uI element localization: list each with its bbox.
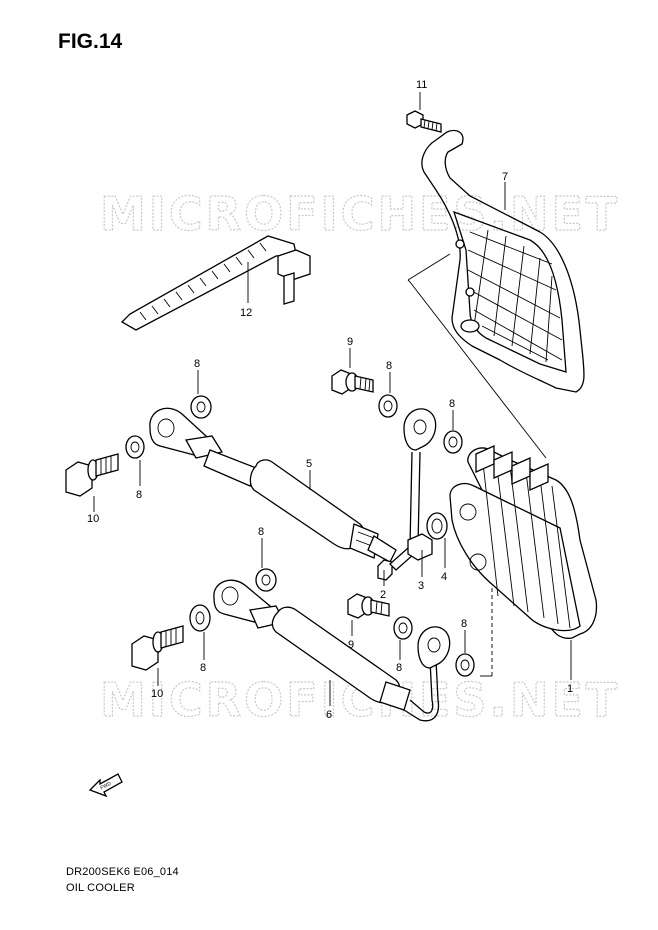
callout-10-upper: 10: [87, 513, 99, 525]
callout-12: 12: [240, 307, 252, 319]
figure-title: FIG.14: [58, 30, 123, 53]
callout-9-lower: 9: [348, 639, 354, 651]
callout-10-lower: 10: [151, 688, 163, 700]
fwd-arrow-icon: FWD: [88, 773, 123, 798]
callout-8-h: 8: [461, 618, 467, 630]
bolt-11: [406, 110, 442, 133]
callout-6: 6: [326, 709, 332, 721]
bolt-10-lower: [131, 625, 184, 671]
callout-8-f: 8: [200, 662, 206, 674]
o-ring-4: [426, 512, 448, 540]
washer-8-d: [443, 430, 463, 454]
clamp-strap-12: [120, 235, 311, 331]
callout-2: 2: [380, 589, 386, 601]
washer-8-h: [455, 653, 475, 677]
callout-8-a: 8: [194, 358, 200, 370]
banjo-bolt-9-upper: [331, 369, 374, 395]
bracket-7: [421, 129, 585, 393]
fitting-3: [407, 533, 433, 561]
banjo-bolt-9-lower: [347, 593, 390, 619]
fwd-label: FWD: [100, 781, 113, 792]
washer-8-a: [190, 395, 212, 419]
washer-8-g: [393, 616, 413, 640]
hose-5-upper: [149, 407, 397, 563]
watermark-top: MICROFICHES.NET: [100, 187, 620, 241]
callout-5: 5: [306, 458, 312, 470]
washer-8-b: [378, 394, 398, 418]
callout-7: 7: [502, 171, 508, 183]
callout-8-d: 8: [449, 398, 455, 410]
washer-8-c: [125, 435, 145, 459]
callout-8-c: 8: [136, 489, 142, 501]
oil-cooler-1: [449, 444, 598, 639]
callout-3: 3: [418, 580, 424, 592]
washer-8-f: [189, 604, 211, 632]
hose-6-lower: [213, 579, 451, 722]
callout-8-e: 8: [258, 526, 264, 538]
callout-9-upper: 9: [347, 336, 353, 348]
banjo-fitting-5-right: [403, 408, 437, 547]
bolt-10-upper: [65, 453, 119, 497]
callout-1: 1: [567, 683, 573, 695]
callout-8-b: 8: [386, 360, 392, 372]
callout-8-g: 8: [396, 662, 402, 674]
figure-code: DR200SEK6 E06_014: [66, 866, 179, 878]
callout-4: 4: [441, 571, 447, 583]
ref-line-7b: [409, 281, 547, 459]
callout-11: 11: [416, 79, 427, 91]
washer-8-e: [255, 568, 277, 592]
ref-line-7a: [407, 253, 451, 281]
figure-name: OIL COOLER: [66, 882, 135, 894]
